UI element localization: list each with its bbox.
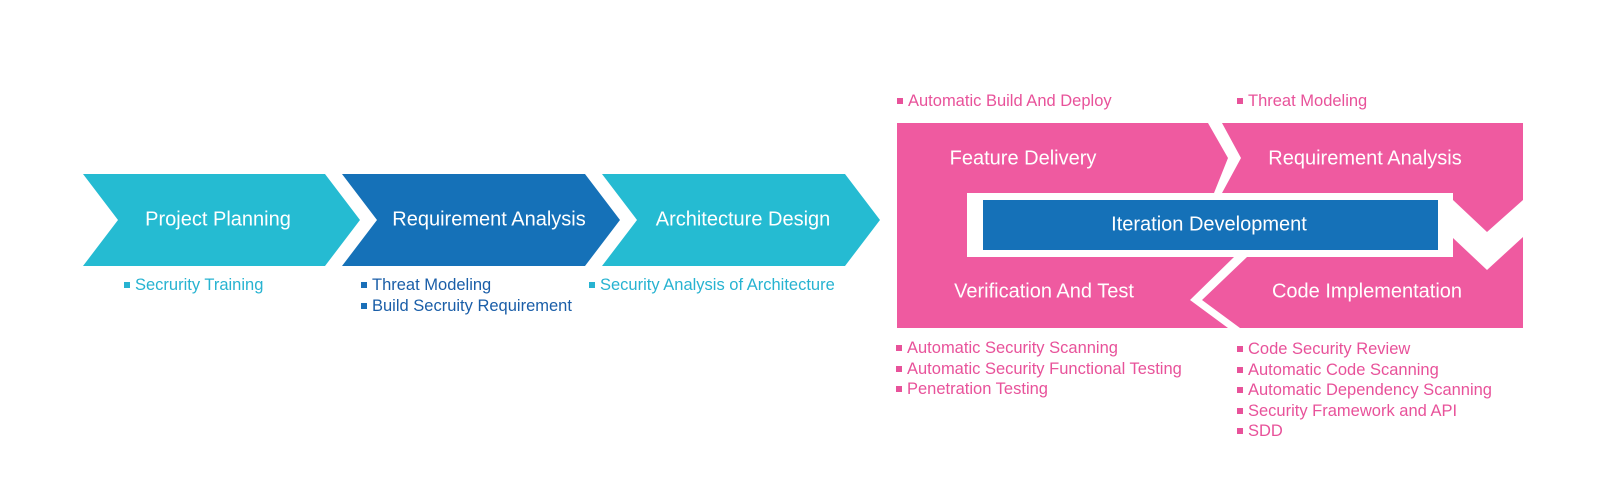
bullets-verification-and-test: Automatic Security Scanning Automatic Se…: [896, 338, 1182, 400]
bullet-square-icon: [1237, 98, 1243, 104]
cycle-code-implementation-block: [1202, 237, 1523, 328]
list-item: Automatic Code Scanning: [1237, 360, 1492, 381]
label-cycle-requirement-analysis: Requirement Analysis: [1268, 147, 1462, 170]
bullet-square-icon: [1237, 387, 1243, 393]
bullets-code-implementation: Code Security Review Automatic Code Scan…: [1237, 339, 1492, 442]
chevron-project-planning: [83, 174, 360, 266]
list-item: Automatic Dependency Scanning: [1237, 380, 1492, 401]
chevron-architecture-design: [602, 174, 880, 266]
list-item: Automatic Security Scanning: [896, 338, 1182, 359]
center-box: [983, 200, 1438, 250]
label-project-planning: Project Planning: [145, 208, 291, 231]
bullets-requirement-analysis: Threat Modeling Build Secruity Requireme…: [361, 275, 572, 316]
list-item: Penetration Testing: [896, 379, 1182, 400]
bullet-square-icon: [361, 282, 367, 288]
label-verification-and-test: Verification And Test: [954, 280, 1134, 303]
bullet-square-icon: [896, 386, 902, 392]
list-item: Build Secruity Requirement: [361, 296, 572, 317]
list-item: Automatic Security Functional Testing: [896, 359, 1182, 380]
bullets-project-planning: Secrurity Training: [124, 275, 263, 296]
cycle-verification-block: [897, 215, 1234, 328]
bullet-square-icon: [1237, 407, 1243, 414]
list-item: SDD: [1237, 421, 1492, 442]
label-architecture-design: Architecture Design: [655, 208, 831, 231]
bullet-square-icon: [361, 302, 367, 309]
label-iteration-development: Iteration Development: [1111, 213, 1307, 236]
bullets-feature-delivery: Automatic Build And Deploy: [897, 91, 1112, 112]
list-item: Threat Modeling: [361, 275, 572, 296]
bullet-square-icon: [589, 282, 595, 288]
bullet-square-icon: [896, 365, 902, 372]
bullet-square-icon: [1237, 366, 1243, 373]
cycle-feature-delivery-block: [897, 123, 1228, 253]
list-item: Security Analysis of Architecture: [589, 275, 835, 296]
bullet-square-icon: [897, 98, 903, 104]
label-feature-delivery: Feature Delivery: [949, 147, 1097, 170]
bullets-architecture-design: Security Analysis of Architecture: [589, 275, 835, 296]
list-item: Security Framework and API: [1237, 401, 1492, 422]
list-item: Threat Modeling: [1237, 91, 1367, 112]
label-requirement-analysis: Requirement Analysis: [392, 208, 586, 231]
chevron-requirement-analysis: [342, 174, 620, 266]
bullet-square-icon: [124, 282, 130, 288]
label-code-implementation: Code Implementation: [1271, 280, 1463, 303]
bullet-square-icon: [1237, 346, 1243, 352]
bullet-square-icon: [1237, 428, 1243, 434]
bullets-cycle-requirement-analysis: Threat Modeling: [1237, 91, 1367, 112]
list-item: Secrurity Training: [124, 275, 263, 296]
bullet-square-icon: [896, 345, 902, 351]
list-item: Automatic Build And Deploy: [897, 91, 1112, 112]
list-item: Code Security Review: [1237, 339, 1492, 360]
cycle-requirement-analysis-block: [1222, 123, 1523, 232]
